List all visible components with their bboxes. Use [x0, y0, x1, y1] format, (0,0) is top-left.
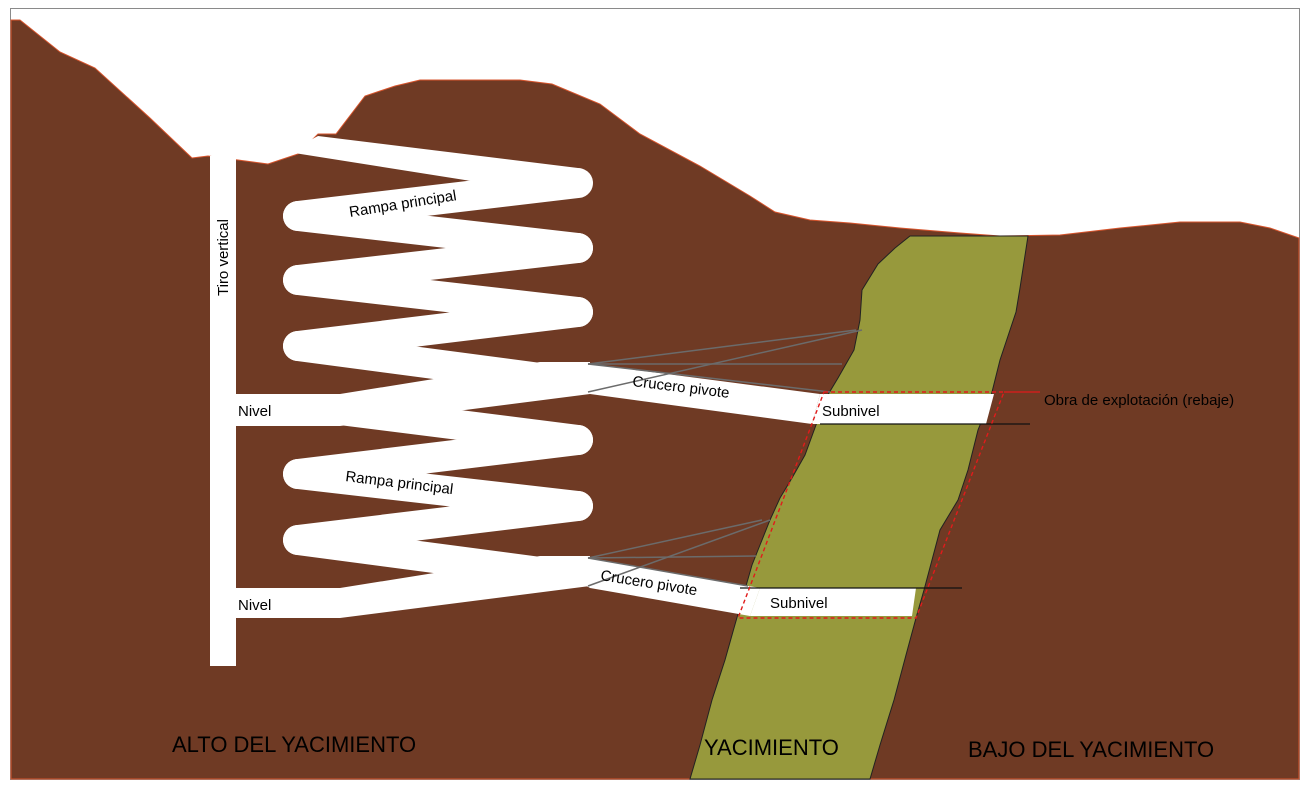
stope-outline: [736, 391, 1006, 619]
upper-sublevel: [812, 394, 994, 424]
surface-portal: [288, 136, 592, 198]
label-sublevel-upper: Subnivel: [822, 403, 880, 420]
label-shaft: Tiro vertical: [215, 219, 232, 296]
label-stope: Obra de explotación (rebaje): [1044, 392, 1234, 409]
label-level-upper: Nivel: [238, 403, 271, 420]
label-foot-wall: BAJO DEL YACIMIENTO: [968, 737, 1214, 762]
label-level-lower: Nivel: [238, 597, 271, 614]
lower-sublevel: [750, 588, 916, 616]
lower-level-drift: [236, 556, 590, 618]
ore-body: [689, 235, 1029, 780]
label-ore-body: YACIMIENTO: [704, 735, 839, 760]
lower-crosscut: [540, 558, 760, 616]
label-sublevel-lower: Subnivel: [770, 595, 828, 612]
drill-lines: [587, 329, 863, 587]
label-hanging-wall: ALTO DEL YACIMIENTO: [172, 732, 416, 757]
upper-level-drift: [236, 362, 590, 426]
upper-crosscut: [540, 364, 820, 424]
vertical-shaft: [210, 156, 236, 666]
